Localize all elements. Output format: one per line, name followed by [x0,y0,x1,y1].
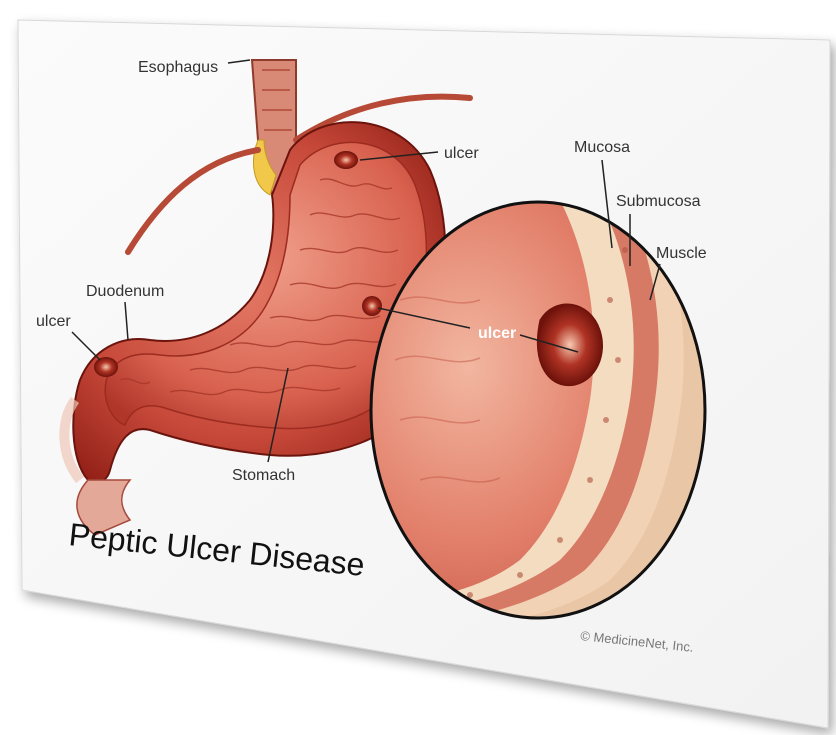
label-ulcer-center: ulcer [478,325,516,342]
label-ulcer-left: ulcer [36,313,71,330]
label-esophagus: Esophagus [138,59,218,76]
ulcer-center-shape [362,296,382,316]
label-duodenum: Duodenum [86,283,164,300]
label-submucosa: Submucosa [616,193,701,210]
label-muscle: Muscle [656,245,707,262]
label-ulcer-top: ulcer [444,145,479,162]
label-stomach: Stomach [232,467,295,484]
ulcer-crater [537,304,602,386]
ulcer-left-shape [94,357,118,377]
label-mucosa: Mucosa [574,139,630,156]
ulcer-top-shape [334,151,358,169]
